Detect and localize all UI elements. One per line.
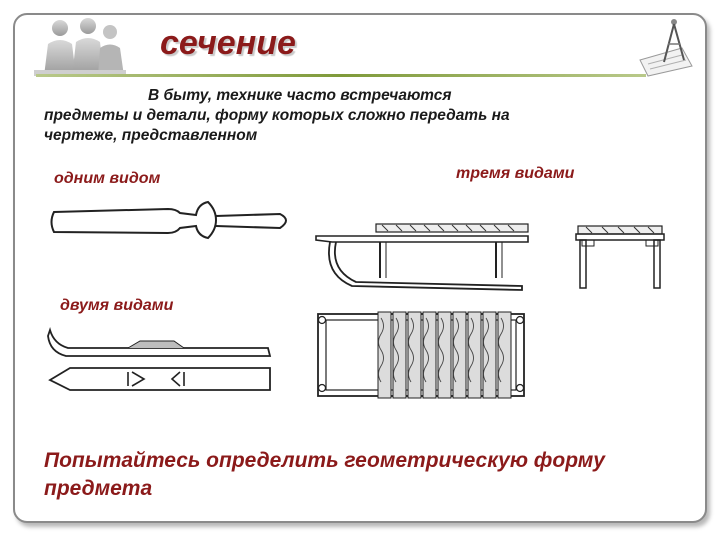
slide-frame (13, 13, 707, 523)
slide-title: сечение (160, 24, 296, 62)
business-people-icon (34, 18, 126, 76)
question-text: Попытайтесь определить геометрическую фо… (44, 449, 605, 500)
label-two-views: двумя видами (60, 297, 174, 314)
intro-text: В быту, технике часто встречаются предме… (44, 86, 604, 146)
sled-front-view-drawing (575, 225, 665, 289)
sled-side-view-drawing (315, 223, 529, 291)
file-tool-drawing (50, 200, 287, 240)
drafting-compass-icon (639, 19, 693, 77)
label-one-view: одним видом (54, 170, 161, 187)
intro-line-2: предметы и детали, форму которых сложно … (44, 107, 510, 124)
intro-line-3: чертеже, представленном (44, 127, 258, 144)
title-divider (36, 74, 646, 77)
intro-line-1: В быту, технике часто встречаются (148, 87, 452, 104)
label-three-views: тремя видами (456, 165, 575, 182)
blade-two-views-drawing (47, 326, 272, 391)
sled-top-view-drawing (317, 311, 525, 399)
